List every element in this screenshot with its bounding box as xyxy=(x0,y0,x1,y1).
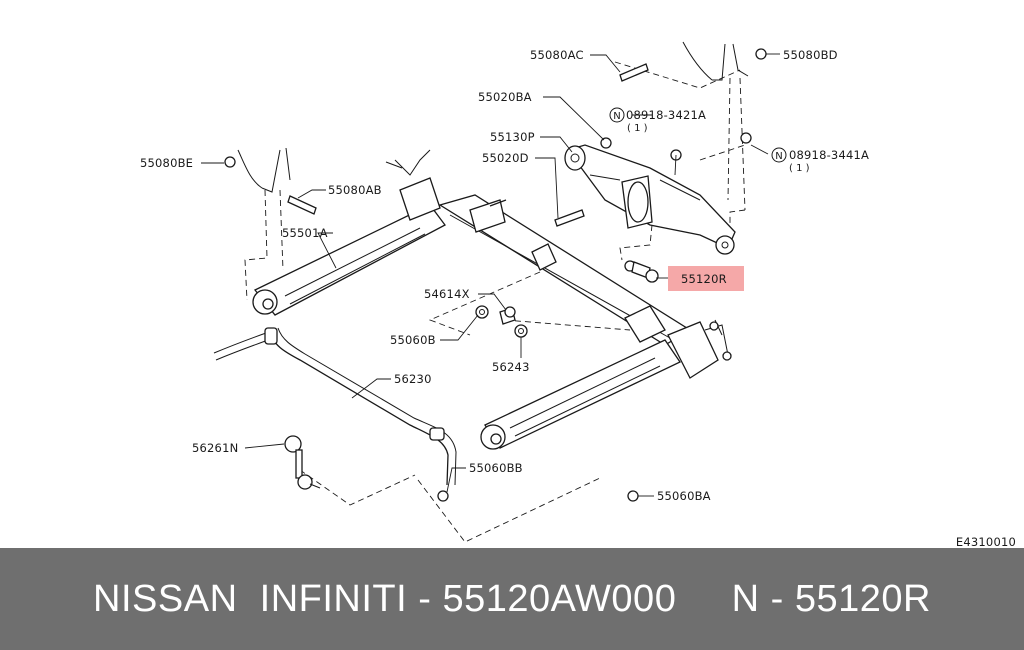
leader-lines xyxy=(201,53,780,497)
footer-bar: NISSAN INFINITI - 55120AW000 N - 55120R xyxy=(0,548,1024,650)
part-labels: 55080AC 55080BD 55020BA 08918-3421A ( 1 … xyxy=(140,48,1016,548)
nut-marker-icon: N N xyxy=(609,107,787,163)
svg-text:N: N xyxy=(613,111,620,122)
label-55501A: 55501A xyxy=(282,226,328,240)
stabilizer-connecting-rod xyxy=(284,435,321,490)
label-08918-3441A: 08918-3441A xyxy=(789,148,869,162)
suspension-member xyxy=(428,194,692,346)
label-54614X: 54614X xyxy=(424,287,470,301)
svg-text:N: N xyxy=(775,151,782,162)
label-55060B: 55060B xyxy=(390,333,436,347)
label-55080AB: 55080AB xyxy=(328,183,382,197)
highlight-box-55120R xyxy=(668,266,744,291)
label-55020D: 55020D xyxy=(482,151,529,165)
label-08918-3441A-qty: ( 1 ) xyxy=(789,163,810,174)
label-08918-3421A: 08918-3421A xyxy=(626,108,706,122)
parts-diagram: N N 55080AC 55080BD 55020BA 08918-3421A … xyxy=(140,41,1016,548)
label-55060BA: 55060BA xyxy=(657,489,711,503)
label-55020BA: 55020BA xyxy=(478,90,532,104)
label-56243: 56243 xyxy=(492,360,530,374)
label-55060BB: 55060BB xyxy=(469,461,523,475)
lower-link-left xyxy=(252,149,446,316)
label-55080BD: 55080BD xyxy=(783,48,838,62)
label-56261N: 56261N xyxy=(192,441,238,455)
differential-mount-bracket xyxy=(564,144,746,261)
label-55130P: 55130P xyxy=(490,130,535,144)
stabilizer-bar xyxy=(213,327,601,543)
footer-part-number: NISSAN INFINITI - 55120AW000 N - 55120R xyxy=(93,577,931,620)
fasteners xyxy=(224,48,767,502)
bushing-clamp xyxy=(475,305,528,338)
body-side-member-left xyxy=(237,147,291,301)
label-55080BE: 55080BE xyxy=(140,156,193,170)
label-56230: 56230 xyxy=(394,372,432,386)
label-55120R: 55120R xyxy=(681,272,727,286)
label-55080AC: 55080AC xyxy=(530,48,584,62)
link-55120R xyxy=(624,260,659,283)
diagram-code: E4310010 xyxy=(956,535,1016,548)
label-08918-3421A-qty: ( 1 ) xyxy=(627,123,648,134)
lower-link-right xyxy=(480,319,729,450)
